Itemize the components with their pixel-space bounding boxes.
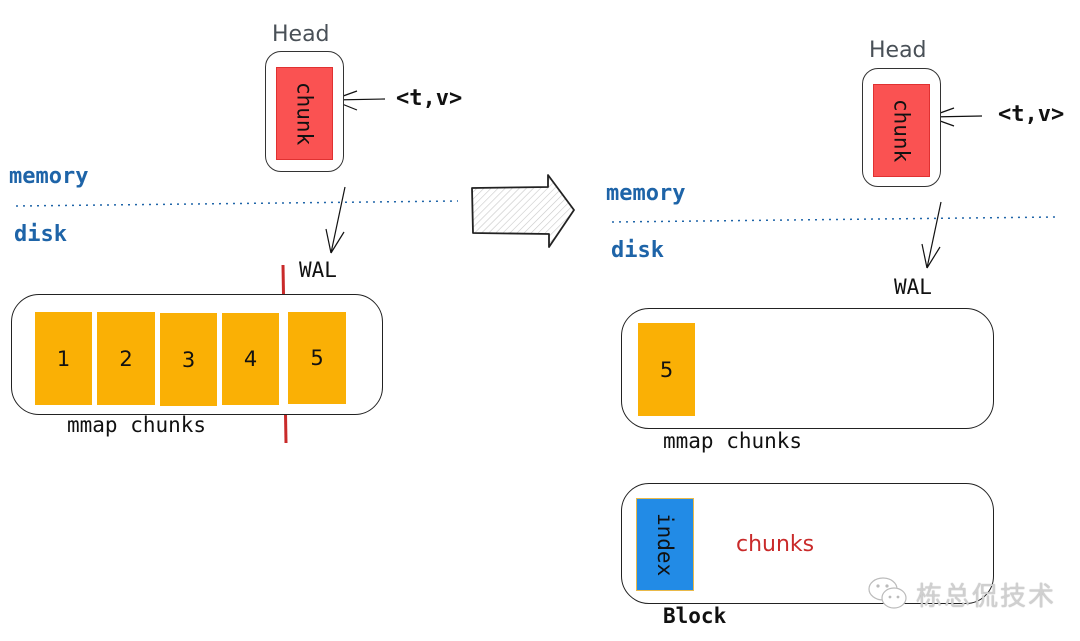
left-head-label: Head	[272, 22, 330, 47]
right-sample-label: <t,v>	[998, 102, 1065, 127]
right-head-box: chunk	[862, 68, 941, 187]
right-mmap-label: mmap chunks	[663, 429, 803, 453]
mmap-chunk: 2	[97, 312, 155, 405]
mmap-chunk-number: 5	[310, 346, 324, 370]
block-chunks-label: chunks	[736, 532, 815, 557]
mmap-chunk: 1	[35, 312, 92, 405]
left-head-chunk: chunk	[276, 67, 333, 160]
left-disk-label: disk	[14, 222, 67, 247]
left-head-box: chunk	[265, 51, 344, 172]
right-memory-label: memory	[606, 181, 686, 206]
mmap-chunk-number: 1	[56, 346, 71, 371]
mmap-chunk: 5	[638, 323, 695, 416]
right-wal-label: WAL	[894, 275, 932, 299]
left-sample-label: <t,v>	[396, 86, 463, 111]
transition-arrow-icon	[471, 174, 575, 248]
mmap-chunk-number: 5	[659, 357, 674, 382]
left-head-chunk-label: chunk	[292, 81, 317, 146]
right-wal-arrow	[921, 201, 942, 269]
mmap-chunk: 4	[222, 313, 279, 405]
left-memory-label: memory	[9, 164, 89, 189]
right-memory-disk-separator	[611, 216, 1057, 223]
right-head-chunk: chunk	[873, 84, 930, 177]
mmap-chunk-number: 3	[181, 347, 196, 372]
right-head-label: Head	[869, 38, 927, 63]
left-wal-label: WAL	[299, 258, 337, 282]
left-memory-disk-separator	[15, 200, 459, 207]
block-index: index	[636, 498, 694, 591]
left-wal-arrow	[325, 186, 346, 254]
watermark: 栋总侃技术	[866, 574, 1056, 614]
right-disk-label: disk	[611, 238, 664, 263]
left-mmap-label: mmap chunks	[67, 413, 207, 437]
mmap-chunk-number: 2	[119, 346, 133, 371]
watermark-text: 栋总侃技术	[916, 581, 1057, 612]
mmap-chunk-number: 4	[243, 347, 258, 371]
mmap-chunk: 5	[288, 312, 346, 404]
block-index-label: index	[653, 512, 677, 577]
right-head-chunk-label: chunk	[889, 98, 914, 163]
mmap-chunk: 3	[160, 313, 217, 406]
wechat-icon	[868, 577, 907, 609]
block-label: Block	[663, 604, 727, 628]
